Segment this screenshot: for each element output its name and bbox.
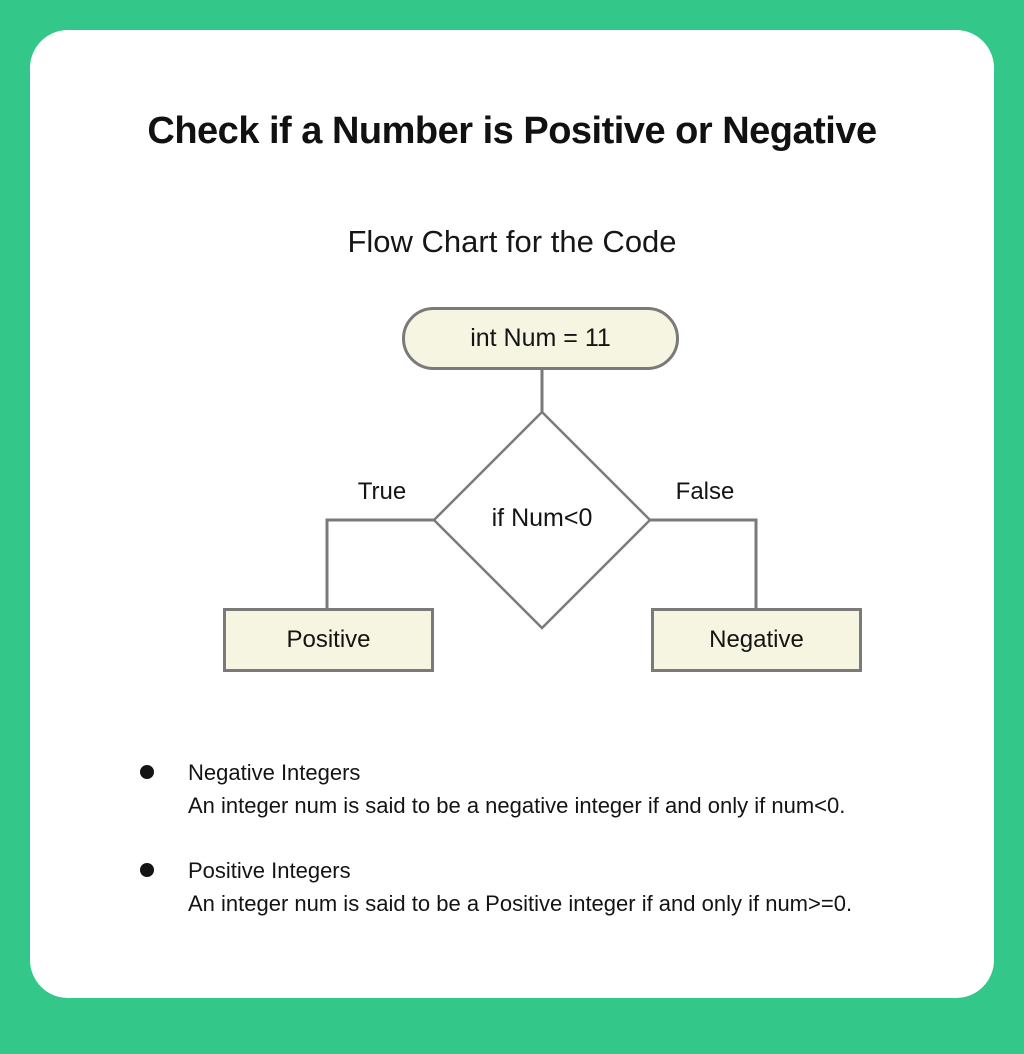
connector-false-branch (650, 518, 758, 608)
content-card: Check if a Number is Positive or Negativ… (30, 30, 994, 998)
note-body: An integer num is said to be a negative … (188, 793, 846, 818)
note-content: Positive Integers An integer num is said… (188, 854, 852, 920)
note-heading: Negative Integers (188, 760, 361, 785)
bullet-icon (140, 863, 154, 877)
page-subtitle: Flow Chart for the Code (347, 224, 677, 259)
note-heading: Positive Integers (188, 858, 351, 883)
list-item: Negative Integers An integer num is said… (140, 756, 980, 822)
note-body: An integer num is said to be a Positive … (188, 891, 853, 916)
bullet-icon (140, 765, 154, 779)
flowchart-false-label: False (675, 478, 735, 505)
connector-true-branch (325, 518, 434, 608)
list-item: Positive Integers An integer num is said… (140, 854, 980, 920)
flowchart-positive-node: Positive (223, 608, 434, 672)
flowchart-true-label: True (357, 478, 407, 505)
flowchart-decision-node: if Num<0 (491, 504, 593, 532)
note-content: Negative Integers An integer num is said… (188, 756, 845, 822)
page-title: Check if a Number is Positive or Negativ… (147, 110, 877, 152)
notes-list: Negative Integers An integer num is said… (140, 756, 980, 952)
flowchart-negative-node: Negative (651, 608, 862, 672)
page-background: Check if a Number is Positive or Negativ… (30, 30, 994, 998)
flowchart-start-node: int Num = 11 (402, 307, 679, 370)
